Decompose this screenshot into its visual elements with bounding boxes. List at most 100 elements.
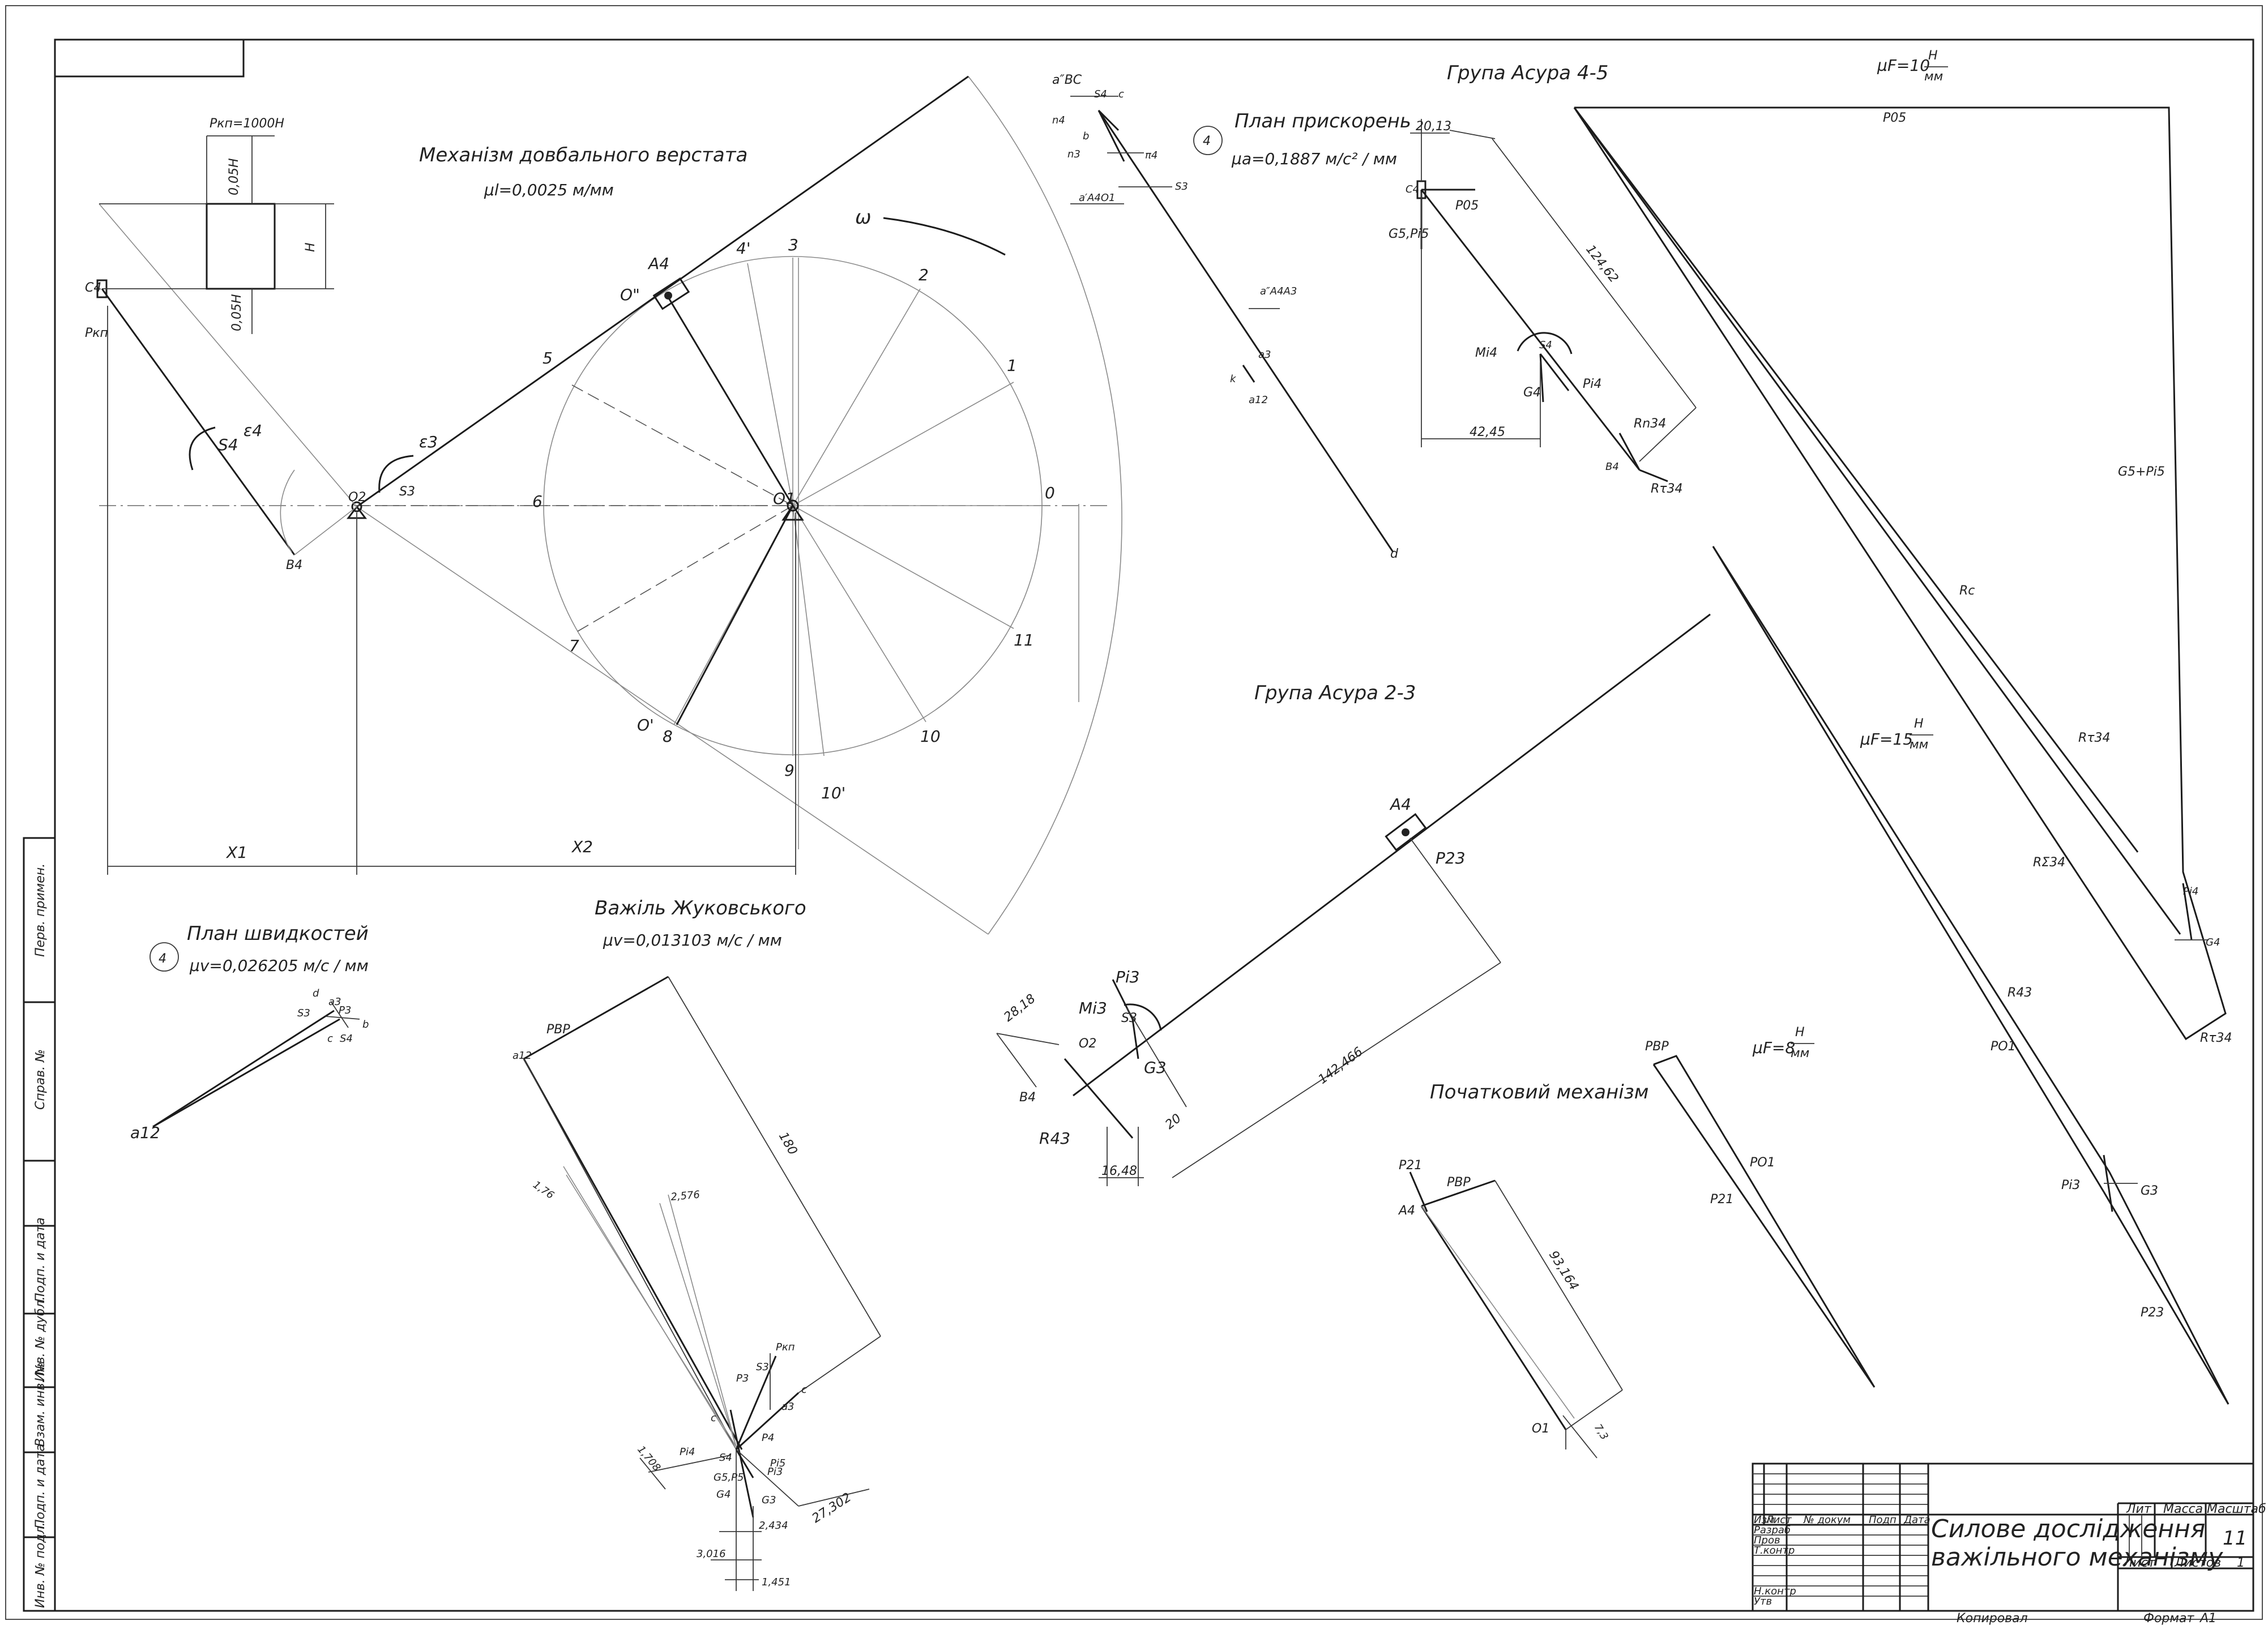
tb-sheet: Лист [2123, 1556, 2156, 1570]
group45-g4: G4 [1523, 386, 1541, 400]
fp2-pi3: Pi3 [2061, 1178, 2080, 1192]
fp1-rc: Rc [1959, 584, 1975, 598]
initial-a4: A4 [1398, 1204, 1415, 1218]
label-eps3: ε3 [419, 433, 438, 451]
tb-mass: Масса [2163, 1502, 2203, 1516]
zhuk-pi4: Pi4 [680, 1446, 695, 1458]
zhukovsky-scale: μv=0,013103 м/с / мм [603, 931, 782, 950]
zhuk-dim-3016: 3,016 [697, 1548, 726, 1560]
tb-scale-value: 11 [2223, 1527, 2247, 1550]
label-o-top: O" [620, 285, 640, 304]
label-pkp-force: Pкп=1000Н [210, 117, 284, 131]
fp2-unit-den: мм [1910, 738, 1928, 752]
zhuk-dim-176: 1,76 [531, 1179, 556, 1201]
group23-a4: A4 [1389, 795, 1411, 814]
fp1-mu: μF=10 [1877, 56, 1930, 75]
group23-mi3: Mi3 [1079, 999, 1107, 1017]
tb-h-doc: № докум [1803, 1514, 1851, 1526]
zhuk-a12: a12 [512, 1050, 532, 1062]
label-h-high: 0,05H [230, 294, 244, 331]
tb-sheets: Листов [2174, 1556, 2221, 1570]
pos-10: 10 [920, 727, 941, 746]
group45-pi4: Pi4 [1583, 377, 1601, 391]
fp1-rsum34: RΣ34 [2033, 856, 2065, 870]
group45-rn34: Rn34 [1634, 417, 1666, 431]
group23-o2: O2 [1079, 1037, 1096, 1051]
zhuk-dim-2434: 2,434 [759, 1520, 788, 1532]
force-plan-1: μF=10 Н мм P05 G5+Pi5 Rc Rτ34 RΣ34 Pi4 G… [1573, 49, 2232, 1045]
accel-a-a4o1: a′A4O1 [1079, 192, 1116, 204]
zhuk-a3: a3 [781, 1401, 794, 1413]
pos-8: 8 [663, 727, 673, 746]
fp3-unit-den: мм [1791, 1046, 1809, 1060]
side-stamp: Перв. примен. Справ. № Подп. и дата Инв.… [23, 837, 56, 1612]
fp1-p05: P05 [1883, 111, 1906, 125]
tb-row-razrab: Разраб [1754, 1524, 1791, 1536]
zhuk-s4: S4 [719, 1452, 732, 1464]
label-h-low: 0,05H [227, 158, 241, 195]
accel-a3: a3 [1258, 349, 1271, 361]
velocity-plan-number: 4 [159, 952, 166, 966]
tb-row-tkontr: Т.контр [1754, 1545, 1795, 1556]
group45-mi4: Mi4 [1475, 346, 1497, 360]
group45-dim3: 42,45 [1470, 425, 1505, 439]
velocity-p3: P3 [339, 1004, 351, 1016]
tb-lit: Лит [2126, 1502, 2152, 1516]
fp3-pvr: PВР [1645, 1040, 1669, 1054]
fp3-mu: μF=8 [1752, 1038, 1795, 1057]
group45-b4: B4 [1605, 461, 1619, 473]
zhuk-p4: P4 [762, 1432, 774, 1444]
zhuk-pvr: PВР [546, 1023, 570, 1037]
group23-p23: P23 [1436, 849, 1466, 867]
tb-format: Формат [2143, 1611, 2194, 1625]
fp2-p23: P23 [2141, 1306, 2164, 1320]
group23-r43: R43 [1039, 1129, 1070, 1148]
tb-h-podp: Подп [1869, 1514, 1897, 1526]
fp1-unit-den: мм [1924, 70, 1943, 84]
velocity-a3: a3 [328, 996, 341, 1008]
fp3-po1: PO1 [1750, 1156, 1775, 1170]
accel-a12: a12 [1249, 394, 1268, 406]
label-x1: X1 [225, 843, 247, 862]
side-label-4: Инв. № дубл. [33, 1296, 48, 1382]
label-eps4: ε4 [244, 421, 262, 440]
tb-row-prov: Пров [1754, 1534, 1780, 1546]
label-omega: ω [855, 206, 871, 229]
group23-s3: S3 [1121, 1011, 1137, 1025]
tb-row-nkontr: Н.контр [1754, 1585, 1796, 1597]
side-label-6: Подп. и дата [33, 1444, 48, 1529]
initial-mechanism: Початковий механізм P21 PВР A4 O1 93,164… [1398, 1081, 1648, 1459]
label-x2: X2 [571, 837, 593, 856]
group45-p05: P05 [1455, 199, 1479, 213]
initial-dim2: 7,3 [1592, 1422, 1611, 1442]
accel-n3: n3 [1067, 148, 1080, 160]
pos-4p: 4' [736, 239, 751, 258]
group23-title: Група Асура 2-3 [1254, 682, 1416, 704]
label-a4: A4 [647, 254, 669, 273]
tb-row-utv: Утв [1754, 1596, 1772, 1607]
label-o1: O1 [773, 489, 796, 508]
fp1-rt34b: Rτ34 [2200, 1031, 2232, 1045]
fp1-rt34: Rτ34 [2078, 731, 2111, 745]
group23-b4: B4 [1019, 1091, 1036, 1105]
group45-c4: C4 [1406, 183, 1419, 195]
zhuk-c2: c [801, 1384, 807, 1396]
accel-s3: S3 [1175, 181, 1188, 193]
accel-plan-title: План прискорень [1235, 110, 1411, 132]
acceleration-plan: 4 План прискорень μa=0,1887 м/с² / мм a″… [1052, 73, 1411, 561]
pos-9: 9 [784, 761, 795, 780]
velocity-plan: 4 План швидкостей μv=0,026205 м/с / мм a… [130, 922, 369, 1142]
fp1-unit-num: Н [1928, 49, 1938, 63]
label-o-bot: O' [637, 716, 654, 734]
zhuk-dim-180: 180 [776, 1130, 800, 1158]
zhuk-pi3: Pi3 [767, 1466, 783, 1478]
group23-g3: G3 [1144, 1058, 1167, 1077]
pos-11: 11 [1014, 631, 1034, 649]
accel-a-a4a3: a″A4A3 [1260, 285, 1297, 297]
velocity-c: c [327, 1033, 333, 1045]
force-plan-3: μF=8 Н мм PВР PO1 P21 [1645, 1025, 1876, 1388]
accel-abc: a″BC [1052, 73, 1082, 87]
zhuk-pkp: Pкп [776, 1341, 795, 1353]
side-label-5: Взам. инв. № [33, 1362, 48, 1447]
accel-k: k [1230, 373, 1237, 385]
